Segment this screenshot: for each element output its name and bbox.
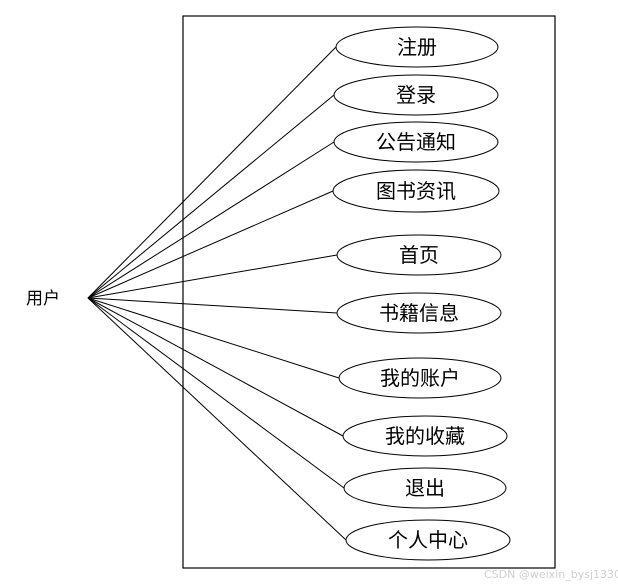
use-case[interactable]: 图书资讯 xyxy=(332,169,500,213)
association-line xyxy=(87,297,345,489)
use-case[interactable]: 我的收藏 xyxy=(342,415,508,457)
use-case[interactable]: 个人中心 xyxy=(345,519,511,561)
use-case-ellipse[interactable] xyxy=(333,74,499,116)
use-case-label: 公告通知 xyxy=(376,130,456,154)
use-case-label: 注册 xyxy=(397,35,437,59)
association-line xyxy=(87,297,338,314)
association-line xyxy=(87,297,344,437)
association-line xyxy=(87,94,335,299)
association-line xyxy=(87,297,347,541)
watermark: CSDN @weixin_bysj1330 xyxy=(484,568,618,581)
association-lines xyxy=(87,46,347,541)
use-case-ellipse[interactable] xyxy=(335,26,499,68)
use-case-label: 我的收藏 xyxy=(385,424,465,448)
use-case-ellipse[interactable] xyxy=(343,467,507,509)
use-case[interactable]: 公告通知 xyxy=(333,121,499,163)
use-case-ellipse[interactable] xyxy=(342,415,508,457)
association-line xyxy=(87,46,337,299)
use-case-label: 个人中心 xyxy=(388,528,468,552)
use-case-label: 首页 xyxy=(399,243,439,267)
use-case-ellipse[interactable] xyxy=(333,121,499,163)
use-case[interactable]: 注册 xyxy=(335,26,499,68)
use-case[interactable]: 登录 xyxy=(333,74,499,116)
use-case-label: 我的账户 xyxy=(380,366,460,390)
use-case[interactable]: 退出 xyxy=(343,467,507,509)
use-case-label: 书籍信息 xyxy=(379,301,459,325)
use-case-label: 登录 xyxy=(396,83,436,107)
association-line xyxy=(87,190,334,299)
use-case-ellipse[interactable] xyxy=(336,234,502,276)
actor-label: 用户 xyxy=(26,289,60,309)
use-case-ellipse[interactable] xyxy=(345,519,511,561)
use-case-ellipse[interactable] xyxy=(336,292,502,334)
use-case[interactable]: 我的账户 xyxy=(338,357,502,399)
use-case[interactable]: 书籍信息 xyxy=(336,292,502,334)
use-case-label: 退出 xyxy=(405,476,445,500)
association-line xyxy=(87,297,340,379)
use-case-ellipse[interactable] xyxy=(332,169,500,213)
use-case[interactable]: 首页 xyxy=(336,234,502,276)
use-case-ellipse[interactable] xyxy=(338,357,502,399)
association-line xyxy=(87,141,335,299)
use-case-label: 图书资讯 xyxy=(376,179,456,203)
association-line xyxy=(87,254,338,299)
system-boundary xyxy=(182,15,556,569)
